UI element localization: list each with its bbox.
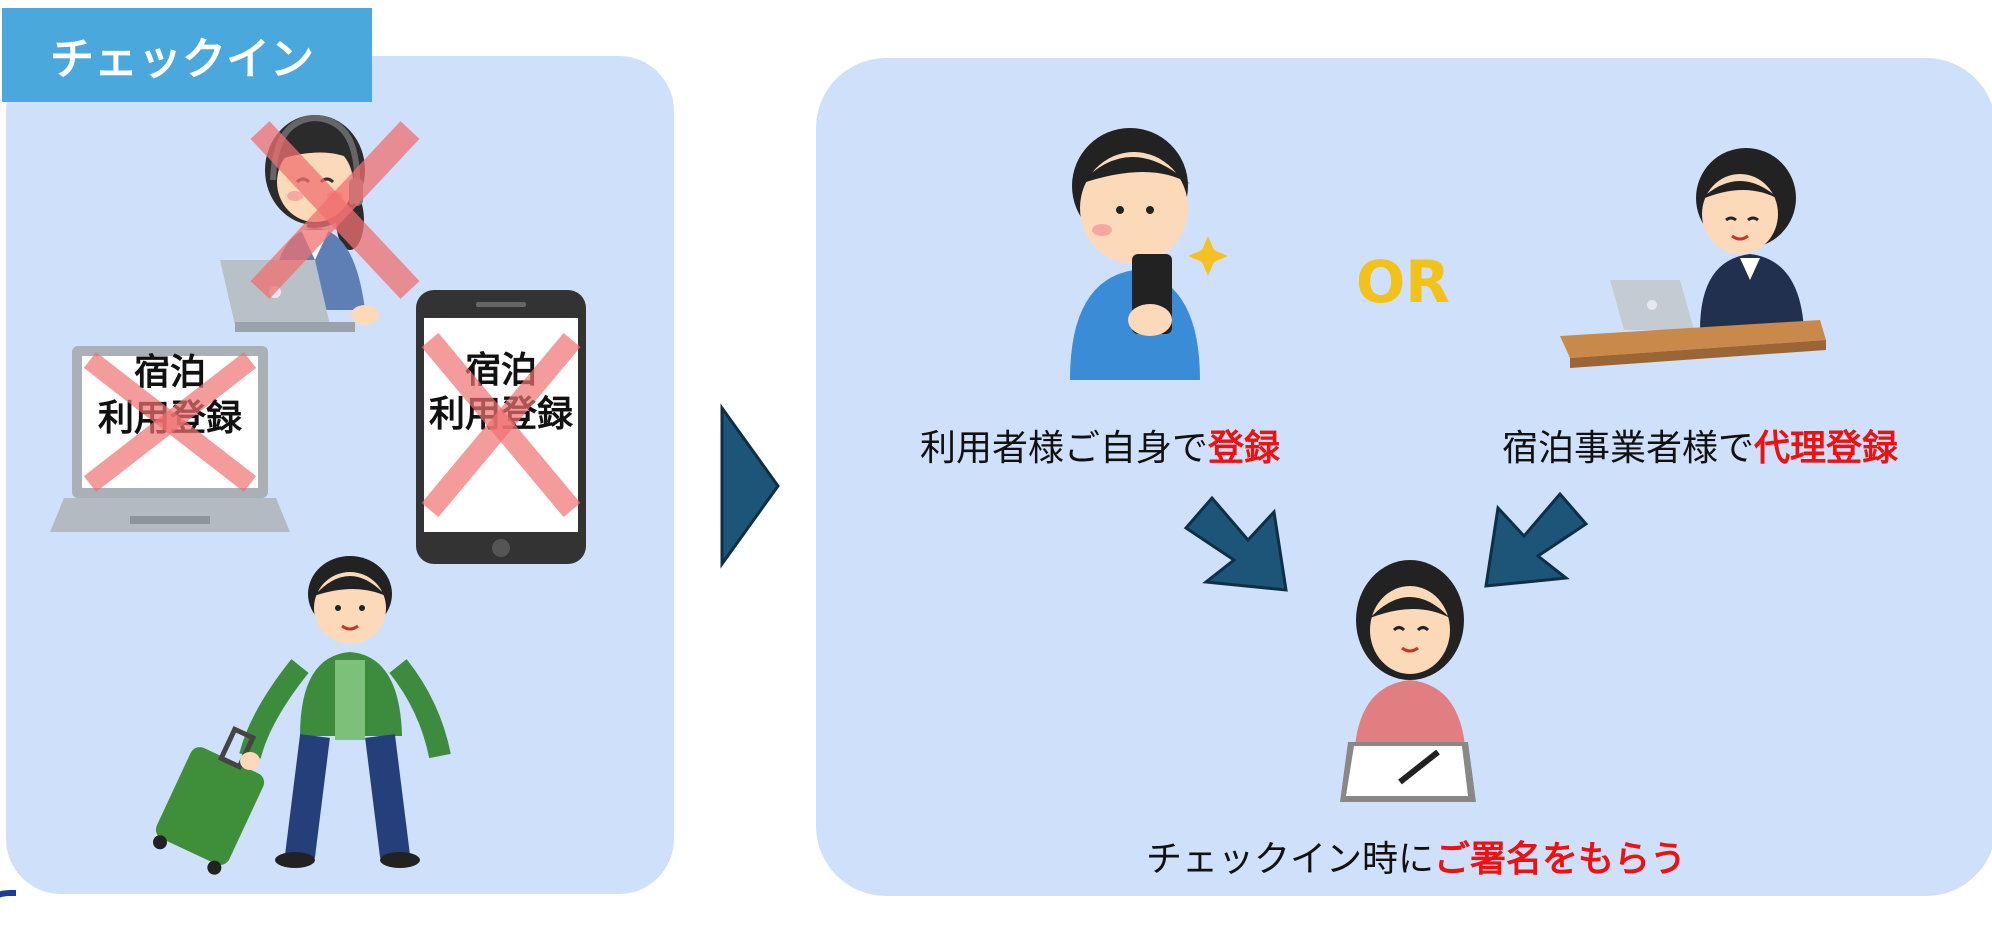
bottom-label-prefix: チェックイン時に	[1146, 839, 1435, 880]
self-label-emphasis: 登録	[1208, 428, 1281, 469]
corner-decoration	[0, 890, 16, 936]
bottom-label-emphasis: ご署名をもらう	[1434, 839, 1687, 880]
proxy-label-prefix: 宿泊事業者様で	[1502, 428, 1755, 469]
checkin-signature-label: チェックイン時にご署名をもらう	[1146, 830, 1686, 882]
down-right-arrow-icon	[1183, 495, 1288, 592]
laptop-illustration: 宿泊 利用登録	[50, 346, 290, 532]
page-title: チェックイン	[2, 8, 372, 102]
self-registration-label: 利用者様ご自身で登録	[920, 419, 1280, 471]
laptop-text-line1: 宿泊	[134, 352, 206, 393]
signing-woman-illustration	[1340, 560, 1476, 802]
proxy-label-emphasis: 代理登録	[1754, 428, 1899, 469]
staff-desk-illustration	[1560, 148, 1826, 368]
or-label: OR	[1356, 248, 1450, 316]
proxy-registration-label: 宿泊事業者様で代理登録	[1502, 419, 1898, 471]
smartphone-illustration: 宿泊 利用登録	[416, 290, 586, 564]
self-label-prefix: 利用者様ご自身で	[920, 428, 1209, 469]
traveler-illustration	[152, 556, 451, 875]
down-left-arrow-icon	[1484, 491, 1589, 588]
user-smartphone-illustration	[1070, 128, 1228, 380]
cross-mark-icon	[250, 121, 420, 299]
right-arrow-icon	[720, 403, 780, 569]
